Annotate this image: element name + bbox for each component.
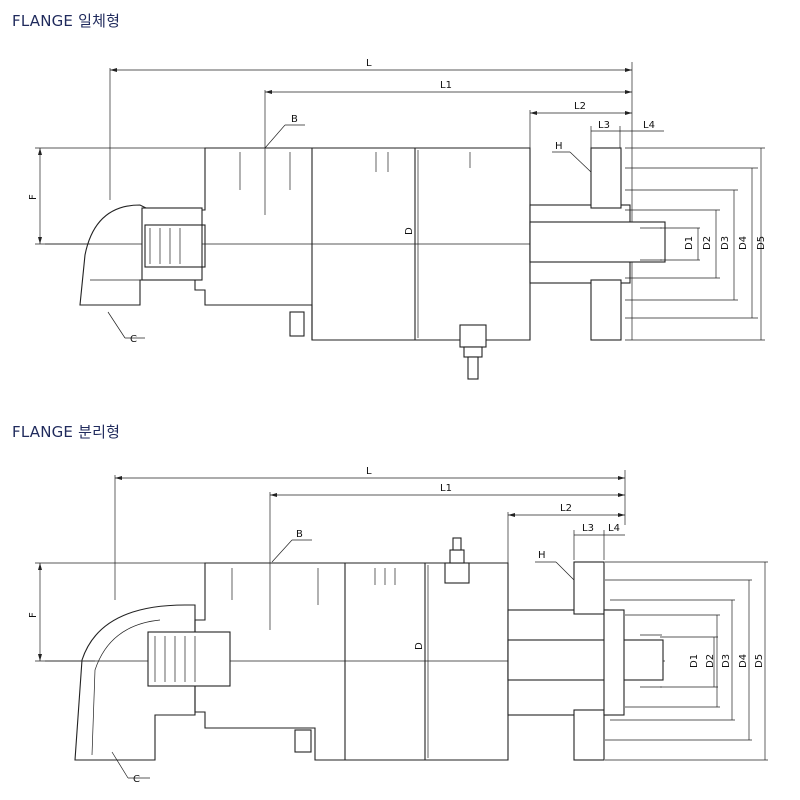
grease-nipple	[289, 311, 487, 380]
label-F-2: F	[28, 612, 39, 618]
label-L1: L1	[440, 80, 452, 91]
section-title-separated: FLANGE 분리형	[12, 423, 121, 441]
label-D5: D5	[756, 236, 767, 250]
label-D: D	[404, 227, 415, 235]
leader-B: B	[264, 114, 305, 149]
leader-H: H	[552, 141, 592, 173]
label-D3: D3	[720, 236, 731, 250]
label-F: F	[28, 194, 39, 200]
label-L3: L3	[598, 120, 610, 131]
housing-body-2	[194, 562, 509, 761]
dimension-L: L	[109, 58, 633, 340]
dimension-L3-L4-2: L3 L4	[573, 523, 625, 560]
leader-B-2: B	[271, 529, 312, 563]
leader-C: C	[107, 311, 145, 345]
label-L-2: L	[366, 466, 372, 477]
label-L4-2: L4	[608, 523, 620, 534]
label-D5-2: D5	[754, 654, 765, 668]
label-H: H	[555, 141, 563, 152]
dimension-D-2: D	[414, 642, 425, 650]
elbow-fitting-2	[74, 604, 231, 761]
elbow-fitting	[79, 204, 206, 306]
dimension-D-series: D1 D2 D3 D4 D5	[625, 147, 767, 341]
label-C-2: C	[133, 774, 140, 785]
dimension-L1: L1	[264, 80, 632, 215]
label-D2-2: D2	[705, 654, 716, 668]
label-H-2: H	[538, 550, 546, 561]
label-D1: D1	[684, 236, 695, 250]
label-B: B	[291, 114, 298, 125]
dimension-L2: L2	[529, 101, 632, 150]
label-D4-2: D4	[738, 654, 749, 668]
flange-separated	[507, 561, 664, 761]
label-L: L	[366, 58, 372, 69]
grease-nipple-2	[294, 537, 470, 753]
label-C: C	[130, 334, 137, 345]
label-B-2: B	[296, 529, 303, 540]
label-L2-2: L2	[560, 503, 572, 514]
dimension-L-2: L	[114, 466, 626, 600]
leader-C-2: C	[111, 751, 150, 785]
label-L2: L2	[574, 101, 586, 112]
label-D-2: D	[414, 642, 425, 650]
label-D1-2: D1	[689, 654, 700, 668]
label-L4: L4	[643, 120, 655, 131]
dimension-D: D	[404, 227, 415, 235]
label-L3-2: L3	[582, 523, 594, 534]
dimension-L1-2: L1	[269, 483, 625, 630]
flange-integral	[529, 147, 666, 341]
label-D2: D2	[702, 236, 713, 250]
section-title-integral: FLANGE 일체형	[12, 12, 121, 30]
dimension-L2-2: L2	[507, 503, 625, 570]
leader-H-2: H	[535, 550, 575, 581]
dimension-L3-L4: L3 L4	[590, 120, 664, 150]
label-L1-2: L1	[440, 483, 452, 494]
label-D4: D4	[738, 236, 749, 250]
label-D3-2: D3	[721, 654, 732, 668]
dimension-D-series-2: D1 D2 D3 D4 D5	[605, 561, 768, 761]
